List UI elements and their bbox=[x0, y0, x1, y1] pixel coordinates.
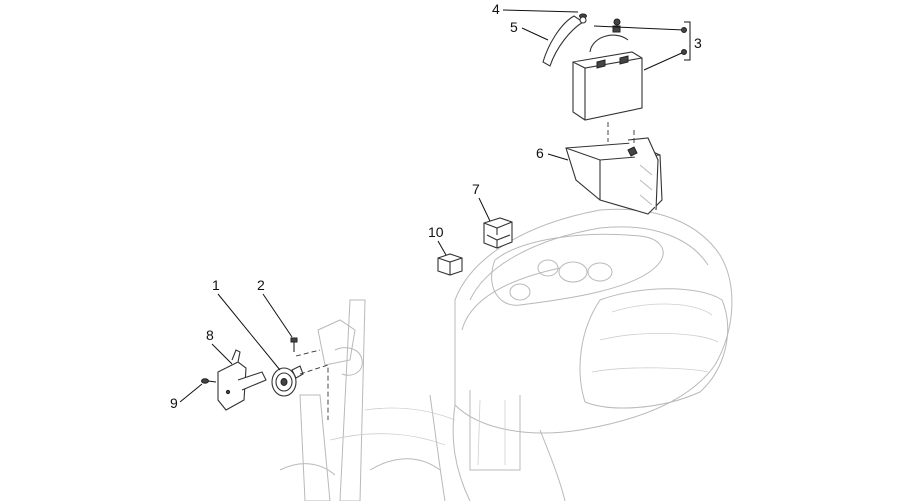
callout-9: 9 bbox=[170, 383, 203, 411]
callout-10: 10 bbox=[428, 224, 447, 256]
screw-part-9 bbox=[201, 378, 217, 384]
relay-part-7 bbox=[483, 217, 513, 249]
bracket-part-8 bbox=[217, 349, 267, 411]
callout-6: 6 bbox=[536, 145, 569, 161]
callout-1: 1 bbox=[212, 277, 281, 371]
callout-4: 4 bbox=[492, 1, 579, 17]
callout-label-7: 7 bbox=[472, 181, 480, 197]
horn-part bbox=[271, 365, 304, 397]
callout-label-8: 8 bbox=[206, 327, 214, 343]
callout-label-10: 10 bbox=[428, 224, 444, 240]
callout-5: 5 bbox=[510, 19, 549, 41]
callout-label-2: 2 bbox=[257, 277, 265, 293]
scooter-frame-ghost bbox=[279, 208, 733, 501]
callout-2: 2 bbox=[257, 277, 293, 338]
callout-7: 7 bbox=[472, 181, 491, 222]
battery-part bbox=[572, 18, 643, 121]
assembly-guide-horn bbox=[299, 364, 329, 420]
assembly-guide-bolt bbox=[295, 349, 321, 357]
relay-part-10 bbox=[437, 253, 463, 276]
callout-label-5: 5 bbox=[510, 19, 518, 35]
cable-part bbox=[542, 15, 587, 67]
callout-label-3: 3 bbox=[694, 35, 702, 51]
battery-tray-part bbox=[565, 137, 663, 215]
callout-3: 3 bbox=[593, 21, 702, 71]
callout-label-9: 9 bbox=[170, 395, 178, 411]
callout-8: 8 bbox=[206, 327, 233, 365]
callout-label-1: 1 bbox=[212, 277, 220, 293]
bolt-part-2 bbox=[290, 337, 298, 352]
callout-label-4: 4 bbox=[492, 1, 500, 17]
callout-label-6: 6 bbox=[536, 145, 544, 161]
